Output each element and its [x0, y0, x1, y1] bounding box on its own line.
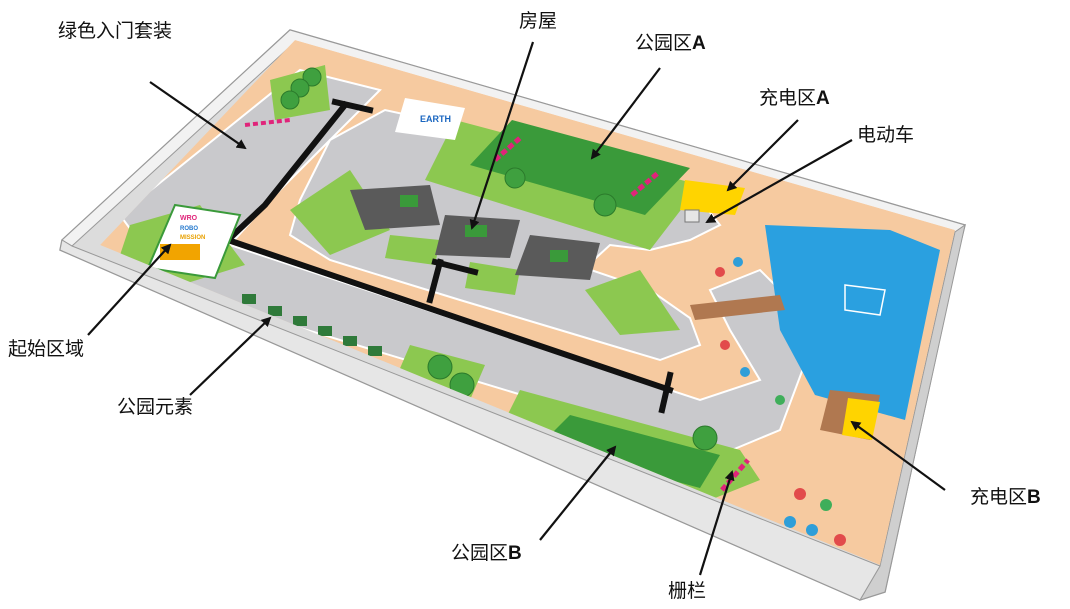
arrow-electric-car — [705, 139, 853, 223]
label-text: 房屋 — [519, 10, 558, 32]
label-text: 充电区 — [970, 486, 1028, 508]
label-green-starter-kit: 绿色入门套装 — [58, 22, 172, 41]
label-text: 充电区 — [759, 87, 817, 109]
electric-car-model — [684, 209, 700, 223]
arrow-house — [469, 41, 535, 230]
park-element-tiles — [242, 294, 382, 356]
arrow-fence — [698, 470, 735, 576]
wro-logo-text: WRO — [180, 215, 198, 222]
label-text: 电动车 — [857, 124, 915, 146]
label-text: 绿色入门套装 — [58, 20, 173, 42]
label-house: 房屋 — [519, 12, 557, 31]
beach-umbrellas — [715, 257, 846, 546]
label-charge-a: 充电区A — [759, 87, 830, 109]
arrow-charge-a — [726, 119, 799, 192]
trees — [280, 67, 718, 451]
pool — [765, 225, 940, 420]
earth-sign-text: EARTH — [420, 114, 451, 124]
label-text: 公园元素 — [117, 396, 194, 418]
label-charge-b: 充电区B — [970, 486, 1041, 508]
label-letter: A — [816, 88, 830, 109]
label-park-elements: 公园元素 — [117, 398, 193, 417]
robo-text: ROBO — [180, 226, 198, 232]
earth-sign: EARTH — [395, 98, 465, 140]
arrow-park-b — [539, 445, 617, 541]
label-start-area: 起始区域 — [8, 340, 84, 359]
mission-text: MISSION — [180, 235, 205, 241]
label-letter: B — [1027, 487, 1041, 508]
label-park-a: 公园区A — [635, 32, 706, 54]
arrow-charge-b — [850, 420, 946, 491]
label-text: 栅栏 — [668, 580, 707, 602]
buildings — [350, 185, 600, 280]
arrow-start-area — [87, 243, 172, 336]
arrow-park-a — [590, 67, 661, 160]
black-line — [222, 98, 674, 414]
label-electric-car: 电动车 — [857, 126, 914, 145]
wooden-pier — [690, 295, 785, 320]
label-park-b: 公园区B — [451, 542, 522, 564]
label-letter: A — [692, 33, 706, 54]
label-letter: B — [508, 543, 522, 564]
label-text: 公园区 — [451, 542, 509, 564]
label-fence: 栅栏 — [668, 582, 706, 601]
arrow-park-elements — [189, 316, 272, 396]
label-text: 公园区 — [635, 32, 693, 54]
label-arrows — [87, 41, 946, 576]
fence-pieces — [244, 118, 750, 492]
arrow-green-starter-kit — [149, 81, 247, 150]
label-text: 起始区域 — [8, 338, 85, 360]
